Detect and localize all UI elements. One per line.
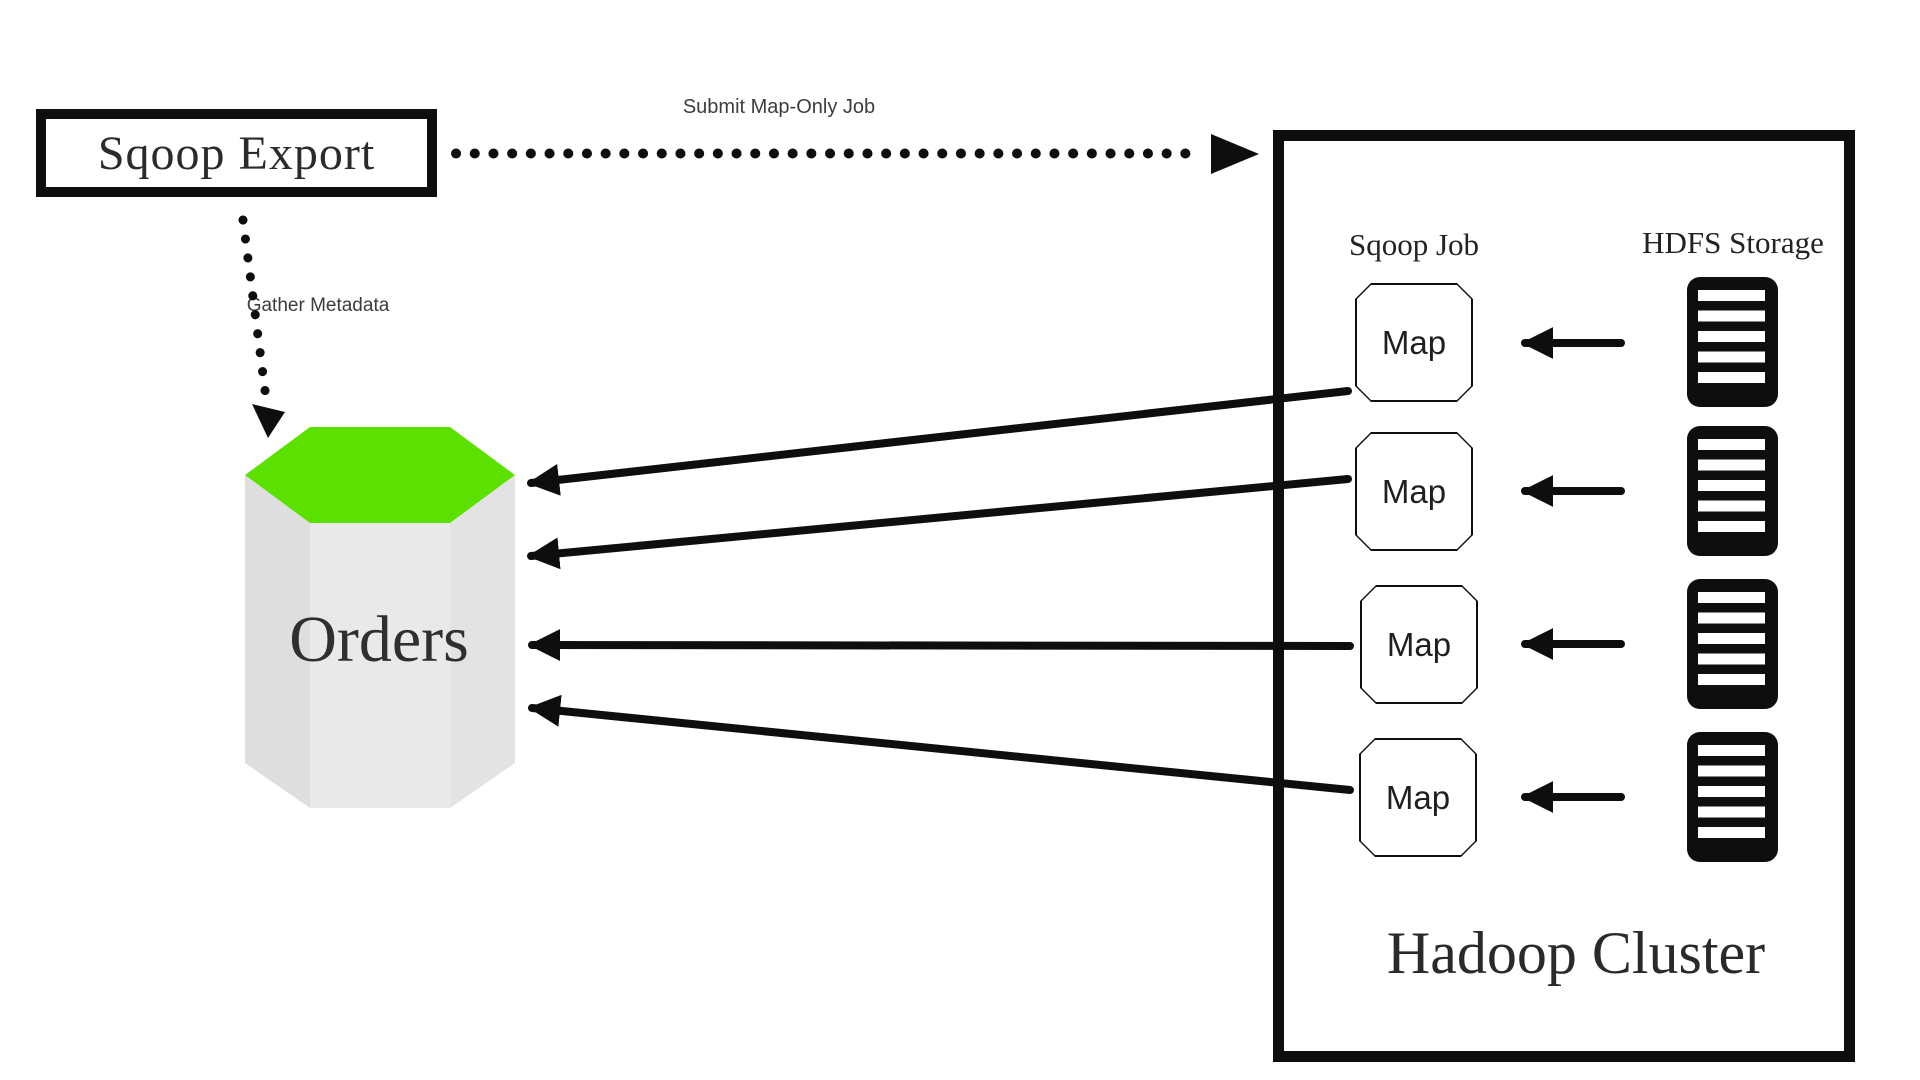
orders-db-left-face bbox=[245, 475, 310, 808]
map-task-box-4: Map bbox=[1359, 738, 1477, 857]
map-task-label-2: Map bbox=[1357, 434, 1471, 549]
map-task-label-3: Map bbox=[1362, 587, 1476, 702]
orders-label: Orders bbox=[289, 603, 469, 676]
hdfs-storage-header: HDFS Storage bbox=[1642, 225, 1824, 260]
hdfs-file-icon bbox=[1687, 426, 1778, 556]
hdfs-file-icon bbox=[1687, 579, 1778, 709]
orders-database-shape bbox=[245, 427, 515, 808]
sqoop-export-node: Sqoop Export bbox=[36, 109, 437, 197]
hdfs-file-lines bbox=[1698, 592, 1765, 685]
hdfs-file-lines bbox=[1698, 745, 1765, 838]
sqoop-job-header: Sqoop Job bbox=[1348, 227, 1480, 262]
hdfs-file-icon bbox=[1687, 732, 1778, 862]
map-task-label-1: Map bbox=[1357, 285, 1471, 400]
gather-metadata-label: Gather Metadata bbox=[246, 295, 390, 316]
hdfs-file-lines bbox=[1698, 439, 1765, 532]
map-task-label-4: Map bbox=[1361, 740, 1475, 855]
sqoop-export-label: Sqoop Export bbox=[97, 126, 376, 180]
hdfs-file-icon bbox=[1687, 277, 1778, 407]
hadoop-cluster-container bbox=[1273, 130, 1855, 1062]
map-task-box-3: Map bbox=[1360, 585, 1478, 704]
map-task-box-1: Map bbox=[1355, 283, 1473, 402]
orders-db-right-face bbox=[450, 475, 515, 808]
submit-map-only-job-label: Submit Map-Only Job bbox=[682, 96, 876, 118]
map-task-box-2: Map bbox=[1355, 432, 1473, 551]
orders-db-center-face bbox=[310, 523, 450, 808]
orders-db-top-face bbox=[245, 427, 515, 523]
hadoop-cluster-title: Hadoop Cluster bbox=[1386, 920, 1766, 986]
hdfs-file-lines bbox=[1698, 290, 1765, 383]
